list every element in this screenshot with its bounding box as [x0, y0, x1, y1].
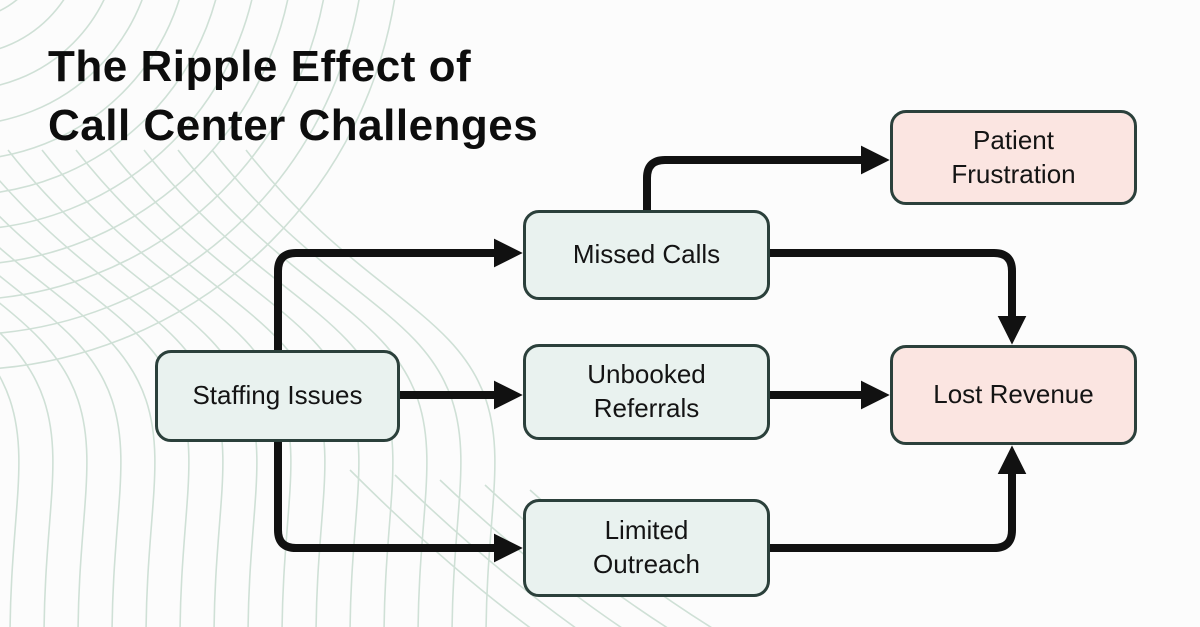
node-patient-frustration: Patient Frustration	[890, 110, 1137, 205]
arrow-limited-outreach-to-lost-revenue	[770, 445, 1027, 552]
contour-line	[177, 149, 428, 627]
page-title-line2: Call Center Challenges	[48, 100, 539, 150]
node-label: Patient Frustration	[951, 124, 1076, 189]
node-label: Unbooked Referrals	[587, 359, 706, 423]
node-label: Missed Calls	[572, 239, 721, 270]
contour-line	[0, 331, 54, 627]
node-label: Limited Outreach	[593, 515, 700, 579]
arrow-missed-calls-to-patient-frustration	[643, 145, 890, 210]
arrow-missed-calls-to-lost-revenue	[770, 249, 1027, 345]
node-limited-outreach: Limited Outreach	[523, 499, 770, 597]
contour-line	[245, 149, 496, 627]
node-label: Lost Revenue	[933, 379, 1094, 410]
page-title-line1: The Ripple Effect of	[48, 42, 472, 91]
node-lost-revenue: Lost Revenue	[890, 345, 1137, 445]
node-missed-calls: Missed Calls	[523, 210, 770, 300]
arrow-staffing-to-limited-outreach	[274, 442, 523, 563]
arrow-staffing-to-missed-calls	[274, 238, 523, 350]
contour-line	[0, 302, 88, 627]
contour-line	[0, 375, 20, 627]
contour-line	[0, 275, 122, 627]
node-label: Staffing Issues	[192, 380, 363, 411]
contour-line	[0, 247, 156, 627]
node-unbooked-referrals: Unbooked Referrals	[523, 344, 770, 440]
node-staffing-issues: Staffing Issues	[155, 350, 400, 442]
page-title: The Ripple Effect of Call Center Challen…	[48, 38, 538, 156]
